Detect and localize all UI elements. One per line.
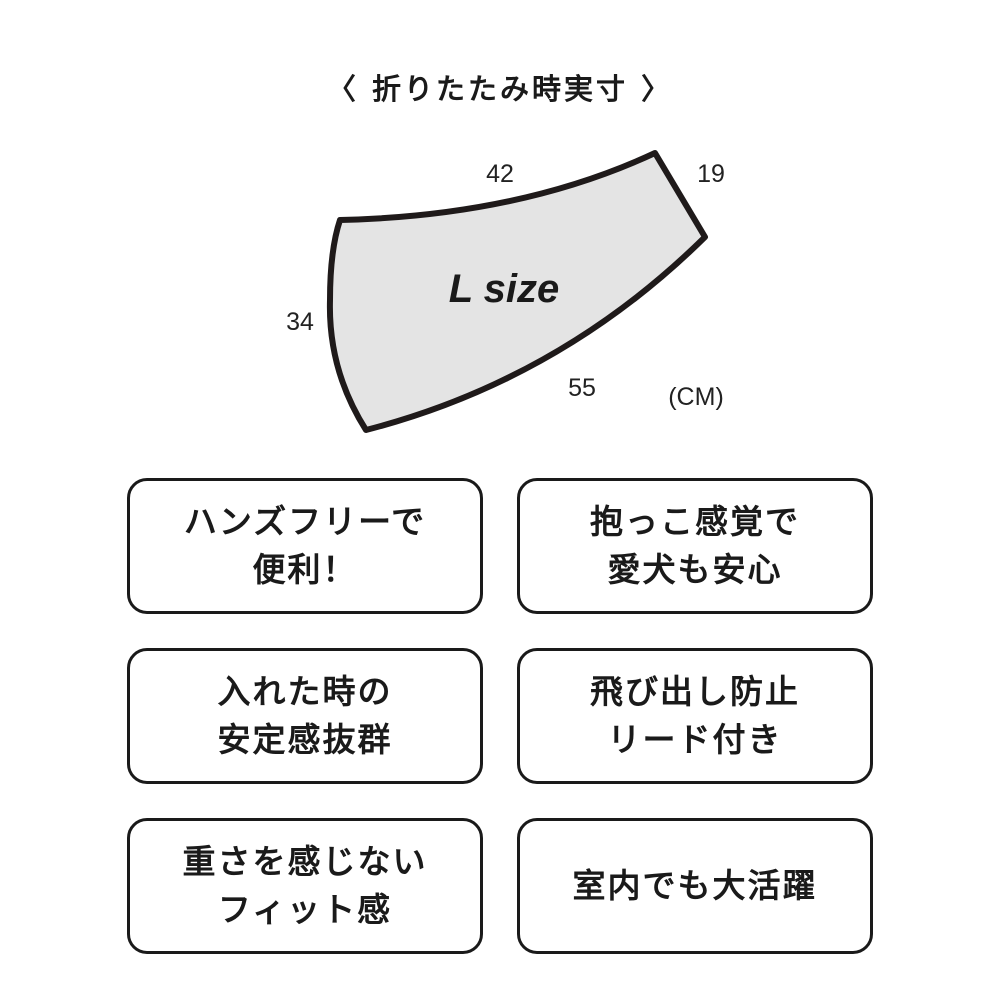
feature-stability: 入れた時の 安定感抜群: [127, 648, 483, 784]
feature-text: 抱っこ感覚で: [590, 502, 800, 541]
feature-hug-feeling: 抱っこ感覚で 愛犬も安心: [517, 478, 873, 614]
feature-text: ハンズフリーで: [183, 502, 427, 541]
feature-leash: 飛び出し防止 リード付き: [517, 648, 873, 784]
feature-text: 安定感抜群: [217, 720, 393, 759]
feature-text: 重さを感じない: [182, 842, 428, 881]
feature-text: 愛犬も安心: [607, 550, 783, 589]
feature-text: リード付き: [607, 720, 783, 759]
feature-hands-free: ハンズフリーで 便利！: [127, 478, 483, 614]
right-length-label: 19: [697, 160, 725, 188]
feature-text: フィット感: [217, 890, 393, 929]
feature-text: 飛び出し防止: [590, 672, 800, 711]
unit-label: (CM): [668, 383, 724, 411]
feature-text: 便利！: [252, 550, 358, 589]
feature-fit: 重さを感じない フィット感: [127, 818, 483, 954]
bottom-length-label: 55: [568, 374, 596, 402]
feature-text: 室内でも大活躍: [572, 866, 818, 905]
size-label: L size: [449, 267, 559, 311]
dimensions-heading: 〈 折りたたみ時実寸 〉: [326, 72, 674, 106]
feature-indoor: 室内でも大活躍: [517, 818, 873, 954]
top-length-label: 42: [486, 160, 514, 188]
feature-text: 入れた時の: [217, 672, 393, 711]
folded-bag-shape: [326, 150, 708, 433]
folded-size-diagram: L size 42 19 34 55 (CM): [286, 150, 725, 433]
left-length-label: 34: [286, 308, 314, 336]
